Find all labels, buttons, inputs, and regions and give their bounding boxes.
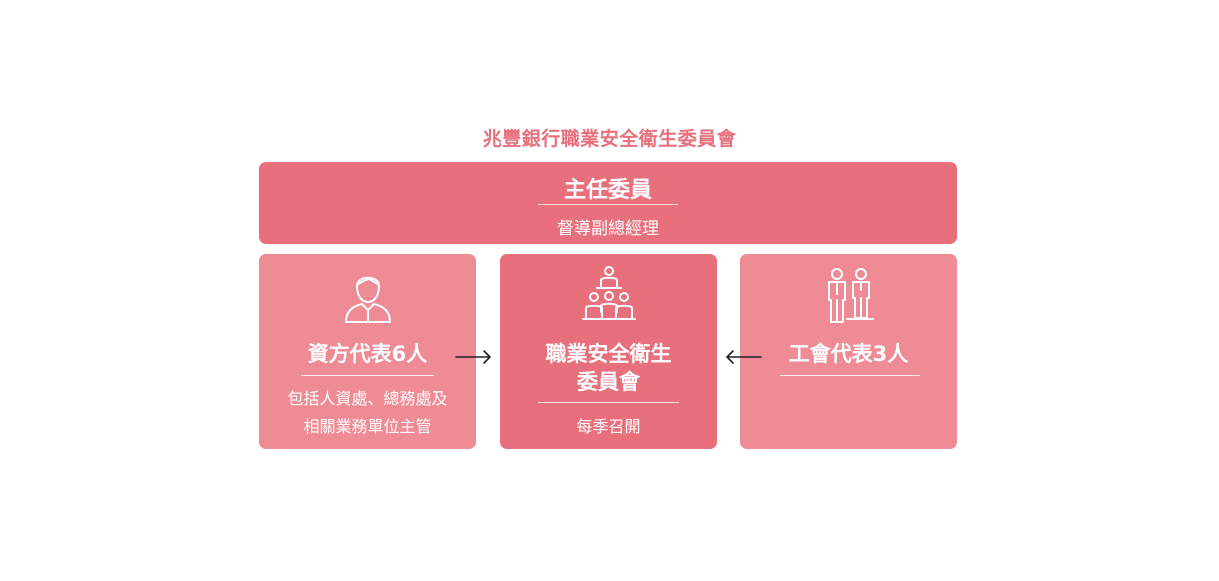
committee-card: 職業安全衛生 委員會 每季召開: [500, 254, 717, 449]
committee-heading-line-2: 委員會: [577, 370, 640, 394]
employer-detail-line-1: 包括人資處、總務處及: [287, 389, 448, 408]
committee-heading-line-1: 職業安全衛生: [545, 342, 672, 366]
employer-detail-line-2: 相關業務單位主管: [303, 417, 432, 436]
arrow-right-icon: [455, 350, 491, 364]
chair-heading: 主任委員: [563, 178, 652, 203]
union-heading: 工會代表3人: [788, 342, 909, 366]
committee-divider: [538, 402, 679, 403]
chair-box: 主任委員 督導副總經理: [259, 162, 957, 244]
person-icon: [344, 276, 391, 323]
two-people-icon: [827, 268, 874, 323]
chair-divider: [538, 204, 678, 205]
diagram-title: 兆豐銀行職業安全衛生委員會: [482, 128, 737, 150]
arrow-left-icon: [726, 350, 762, 364]
meeting-group-icon: [581, 266, 636, 320]
union-divider: [780, 375, 920, 376]
union-card: 工會代表3人: [740, 254, 957, 449]
committee-detail: 每季召開: [576, 417, 641, 436]
chair-detail: 督導副總經理: [557, 219, 659, 239]
employer-divider: [301, 375, 434, 376]
employer-heading: 資方代表6人: [307, 342, 428, 366]
employer-card: 資方代表6人 包括人資處、總務處及 相關業務單位主管: [259, 254, 476, 449]
